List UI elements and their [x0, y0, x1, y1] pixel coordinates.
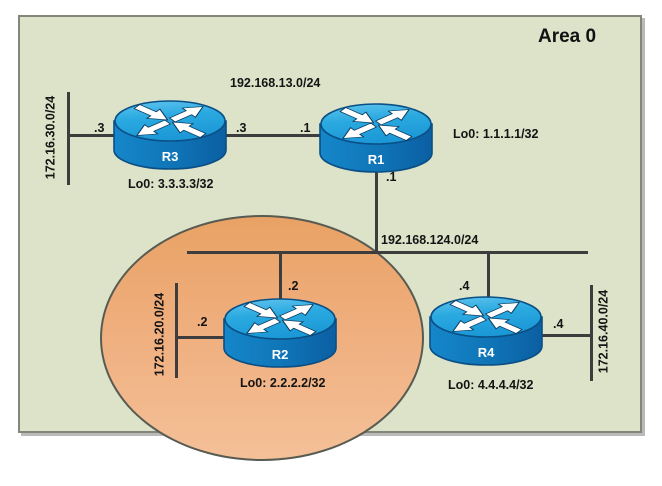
r4-to-segment-line	[487, 252, 490, 300]
router-r1-icon: R1	[319, 103, 433, 173]
r2-lan-stub-line	[176, 336, 224, 339]
router-r2-icon: R2	[223, 298, 337, 368]
r2-to-segment-line	[279, 252, 282, 302]
network-label-r3-r1: 192.168.13.0/24	[230, 76, 321, 90]
ip-label-r2-segment: .2	[288, 279, 299, 293]
loopback-label-r1: Lo0: 1.1.1.1/32	[453, 127, 539, 141]
area-title: Area 0	[538, 26, 597, 47]
ip-label-r3-lan: .3	[94, 121, 105, 135]
ip-label-r4-segment: .4	[459, 279, 470, 293]
link-r3-r1-line	[226, 134, 320, 137]
router-r3-icon: R3	[113, 100, 227, 170]
router-r3-label: R3	[162, 149, 179, 164]
ip-label-r1-segment: .1	[386, 170, 397, 184]
ip-label-r4-lan: .4	[553, 317, 564, 331]
r4-lan-stub-line	[542, 334, 592, 337]
network-label-r4-lan: 172.16.40.0/24	[596, 289, 611, 374]
network-label-shared-segment: 192.168.124.0/24	[381, 233, 479, 247]
router-r4-label: R4	[478, 345, 495, 360]
loopback-label-r2: Lo0: 2.2.2.2/32	[240, 376, 326, 390]
loopback-label-r3: Lo0: 3.3.3.3/32	[128, 177, 214, 191]
r1-to-segment-line	[375, 162, 378, 253]
router-r2-label: R2	[272, 347, 289, 362]
ip-label-r2-lan: .2	[197, 315, 208, 329]
r4-lan-segment-line	[590, 285, 593, 381]
router-r1-label: R1	[368, 152, 385, 167]
shared-segment-bus-line	[187, 251, 588, 254]
loopback-label-r4: Lo0: 4.4.4.4/32	[448, 378, 534, 392]
r3-lan-segment-line	[67, 92, 70, 185]
network-label-r2-lan: 172.16.20.0/24	[152, 292, 167, 377]
ip-label-r3-link: .3	[236, 121, 247, 135]
router-r4-icon: R4	[429, 296, 543, 366]
network-label-r3-lan: 172.16.30.0/24	[43, 95, 58, 180]
r2-lan-segment-line	[175, 283, 178, 378]
r3-lan-stub-line	[69, 134, 114, 137]
ip-label-r1-link: .1	[300, 121, 311, 135]
